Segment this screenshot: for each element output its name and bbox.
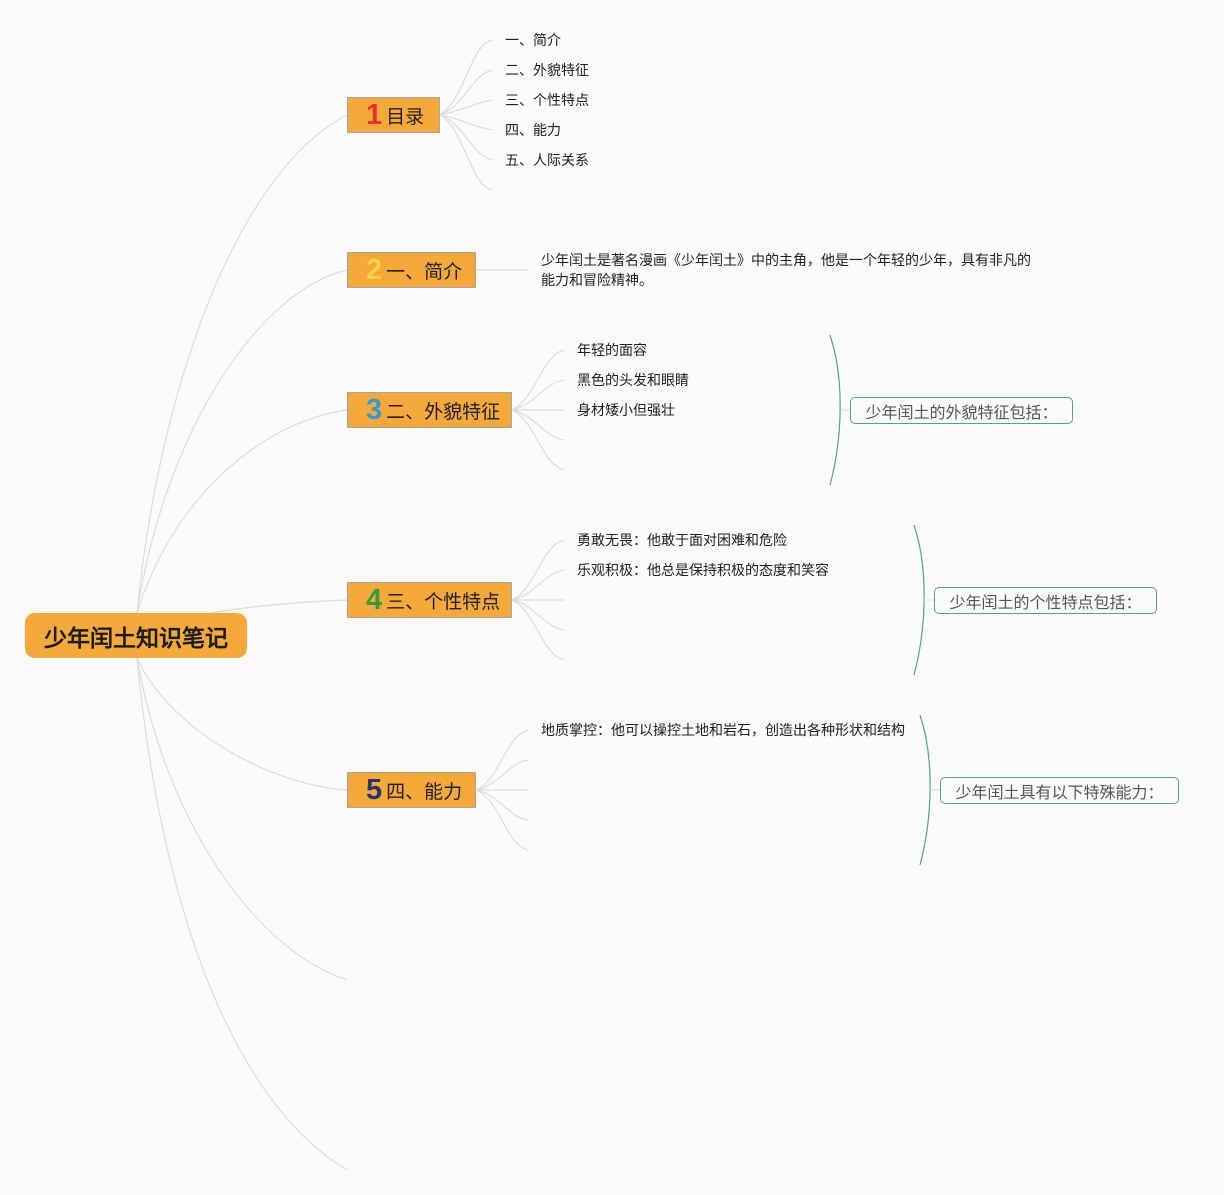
leaf-toc-relationships[interactable]: 五、人际关系 — [505, 153, 589, 169]
connector-b4-leaf-1 — [511, 539, 565, 601]
branch-node-appearance[interactable]: 3 二、外貌特征 — [347, 392, 512, 428]
connector-root-branch-2 — [136, 269, 348, 614]
branch-node-abilities[interactable]: 5 四、能力 — [347, 772, 476, 808]
branch-label: 四、能力 — [386, 780, 463, 803]
connector-b1-leaf-1 — [439, 39, 493, 116]
branch-number: 1 — [366, 98, 383, 131]
connector-root-branch-1 — [136, 114, 348, 614]
leaf-appearance-hair[interactable]: 黑色的头发和眼睛 — [577, 373, 689, 389]
branch-number: 5 — [366, 773, 383, 806]
connector-b1-leaf-4 — [439, 114, 493, 131]
connector-b3-leaf-4 — [511, 409, 565, 441]
branch-node-personality[interactable]: 4 三、个性特点 — [347, 582, 512, 618]
branch-label: 三、个性特点 — [386, 590, 501, 613]
summary-appearance[interactable]: 少年闰土的外貌特征包括： — [850, 397, 1073, 424]
connector-b5-leaf-2 — [475, 759, 529, 791]
leaf-toc-appearance[interactable]: 二、外貌特征 — [505, 63, 589, 79]
connector-b4-leaf-5 — [511, 599, 565, 661]
branch-number: 4 — [366, 583, 383, 616]
connector-b3-leaf-5 — [511, 409, 565, 471]
summary-brace-5 — [919, 714, 931, 866]
connector-b4-leaf-2 — [511, 569, 565, 601]
leaf-toc-intro[interactable]: 一、简介 — [505, 33, 561, 49]
connector-b5-leaf-5 — [475, 789, 529, 851]
branch-label: 一、简介 — [386, 260, 463, 283]
connector-b1-leaf-6 — [439, 114, 493, 191]
connector-b4-leaf-4 — [511, 599, 565, 631]
leaf-appearance-body[interactable]: 身材矮小但强壮 — [577, 403, 675, 419]
branch-label: 二、外貌特征 — [386, 400, 501, 423]
root-title: 少年闰土知识笔记 — [44, 625, 228, 652]
leaf-abilities-geo[interactable]: 地质掌控：他可以操控土地和岩石，创造出各种形状和结构 — [541, 723, 905, 739]
connector-root-branch-3 — [136, 409, 348, 614]
leaf-personality-brave[interactable]: 勇敢无畏：他敢于面对困难和危险 — [577, 533, 787, 549]
summary-label: 少年闰土的外貌特征包括： — [865, 402, 1058, 422]
summary-label: 少年闰土的个性特点包括： — [949, 592, 1142, 612]
connector-b3-leaf-1 — [511, 349, 565, 411]
leaf-toc-abilities[interactable]: 四、能力 — [505, 123, 561, 139]
summary-brace-4 — [913, 524, 925, 676]
branch-label: 目录 — [386, 105, 425, 128]
connector-b1-leaf-3 — [439, 99, 493, 116]
branch-number: 2 — [366, 253, 383, 286]
branch-node-intro[interactable]: 2 一、简介 — [347, 252, 476, 288]
connector-b1-leaf-5 — [439, 114, 493, 161]
connector-b5-leaf-4 — [475, 789, 529, 821]
connector-root-branch-4 — [209, 599, 348, 614]
leaf-personality-optimistic[interactable]: 乐观积极：他总是保持积极的态度和笑容 — [577, 563, 829, 579]
leaf-intro-text[interactable]: 少年闰土是著名漫画《少年闰土》中的主角，他是一个年轻的少年，具有非凡的能力和冒险… — [541, 253, 1031, 289]
root-node[interactable]: 少年闰土知识笔记 — [25, 613, 247, 658]
branch-number: 3 — [366, 393, 383, 426]
summary-brace-3 — [829, 334, 841, 486]
branch-node-toc[interactable]: 1 目录 — [347, 97, 440, 133]
summary-label: 少年闰土具有以下特殊能力： — [955, 782, 1164, 802]
connector-b1-leaf-2 — [439, 69, 493, 116]
connector-b5-leaf-1 — [475, 729, 529, 791]
leaf-toc-personality[interactable]: 三、个性特点 — [505, 93, 589, 109]
leaf-appearance-face[interactable]: 年轻的面容 — [577, 343, 647, 359]
connector-root-empty-1 — [136, 657, 348, 981]
summary-abilities[interactable]: 少年闰土具有以下特殊能力： — [940, 777, 1179, 804]
connector-b3-leaf-2 — [511, 379, 565, 411]
summary-personality[interactable]: 少年闰土的个性特点包括： — [934, 587, 1157, 614]
connector-root-branch-5 — [136, 657, 348, 791]
connector-root-empty-2 — [136, 657, 348, 1171]
